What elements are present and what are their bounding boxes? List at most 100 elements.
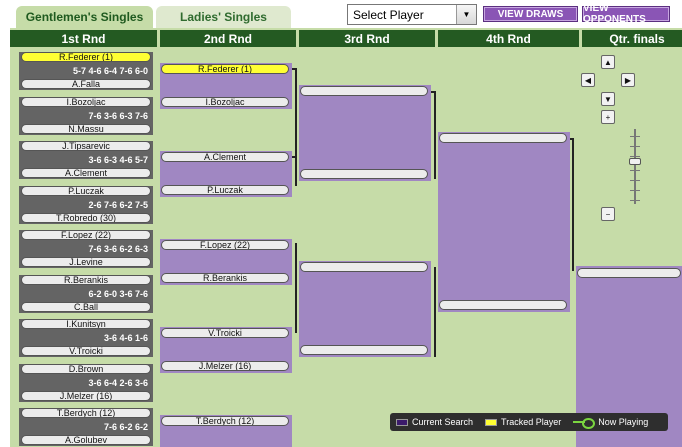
match-score: 3-6 4-6 1-6 [103, 333, 148, 343]
match-score: 6-2 6-0 3-6 7-6 [88, 288, 148, 299]
player-pill[interactable]: R.Berankis [21, 274, 151, 285]
match-score: 7-6 6-2 6-2 [103, 422, 148, 432]
player-pill[interactable]: T.Berdych (12) [161, 416, 289, 426]
player-pill[interactable]: J.Tipsarevic [21, 141, 151, 151]
player-pill[interactable]: C.Ball [21, 301, 151, 312]
player-pill[interactable] [300, 169, 428, 179]
pan-down-icon[interactable]: ▼ [601, 92, 615, 106]
zoom-out-icon[interactable]: − [601, 207, 615, 221]
zoom-tick [630, 156, 640, 157]
pan-up-icon[interactable]: ▲ [601, 55, 615, 69]
player-pill[interactable]: T.Robredo (30) [21, 212, 151, 223]
player-select[interactable]: Select Player ▼ [347, 4, 477, 25]
zoom-tick [630, 200, 640, 201]
round-header-qf: Qtr. finals [582, 30, 682, 47]
round3-box [299, 85, 431, 181]
match-score: 5-7 4-6 6-4 7-6 6-0 [72, 66, 148, 76]
player-pill[interactable]: R.Federer (1) [161, 64, 289, 74]
player-pill[interactable]: A.Falla [21, 79, 151, 89]
connector-line [434, 267, 436, 357]
current-search-swatch [396, 418, 408, 426]
connector-line [295, 68, 297, 186]
match-score: 2-6 7-6 6-2 7-5 [88, 199, 148, 210]
player-pill[interactable]: A.Clement [21, 168, 151, 178]
player-pill[interactable]: J.Levine [21, 257, 151, 267]
player-pill[interactable]: A.Golubev [21, 435, 151, 445]
zoom-slider-track[interactable] [634, 129, 636, 204]
legend-now-playing: Now Playing [573, 417, 649, 429]
player-pill[interactable]: I.Bozoljac [21, 96, 151, 107]
chevron-down-icon[interactable]: ▼ [456, 5, 476, 24]
pan-right-icon[interactable]: ▶ [621, 73, 635, 87]
legend: Current Search Tracked Player Now Playin… [390, 413, 668, 431]
connector-line [295, 243, 297, 333]
match-score: 3-6 6-3 4-6 5-7 [88, 155, 148, 165]
draw-panel[interactable]: 1st Rnd 2nd Rnd 3rd Rnd 4th Rnd Qtr. fin… [10, 28, 682, 447]
legend-tracked-player-label: Tracked Player [501, 417, 562, 427]
player-pill[interactable]: P.Luczak [161, 185, 289, 195]
round-header-3: 3rd Rnd [299, 30, 435, 47]
player-pill[interactable] [300, 86, 428, 96]
round-header-4: 4th Rnd [438, 30, 579, 47]
pan-left-icon[interactable]: ◀ [581, 73, 595, 87]
tab-gentlemens-singles[interactable]: Gentlemen's Singles [16, 6, 153, 28]
player-pill[interactable]: J.Melzer (16) [21, 390, 151, 401]
player-pill[interactable] [439, 300, 567, 310]
player-pill[interactable]: I.Kunitsyn [21, 319, 151, 329]
zoom-in-icon[interactable]: + [601, 110, 615, 124]
player-pill[interactable]: J.Melzer (16) [161, 361, 289, 371]
legend-tracked-player: Tracked Player [485, 417, 561, 427]
zoom-tick [630, 180, 640, 181]
player-pill[interactable]: F.Lopez (22) [21, 230, 151, 240]
player-pill[interactable]: R.Berankis [161, 273, 289, 283]
player-pill[interactable]: R.Federer (1) [21, 52, 151, 62]
player-pill[interactable]: I.Bozoljac [161, 97, 289, 107]
player-pill[interactable] [577, 268, 681, 278]
player-pill[interactable]: T.Berdych (12) [21, 408, 151, 418]
round-header-1: 1st Rnd [10, 30, 157, 47]
connector-line [292, 156, 296, 158]
view-opponents-button[interactable]: VIEW OPPONENTS [582, 3, 670, 25]
player-pill[interactable] [300, 262, 428, 272]
tab-ladies-singles[interactable]: Ladies' Singles [156, 6, 291, 28]
connector-line [434, 91, 436, 179]
legend-current-search: Current Search [396, 417, 473, 427]
player-pill[interactable]: F.Lopez (22) [161, 240, 289, 250]
match-score: 7-6 3-6 6-3 7-6 [88, 110, 148, 121]
player-pill[interactable]: V.Troicki [161, 328, 289, 338]
legend-now-playing-label: Now Playing [598, 417, 649, 427]
view-draws-button[interactable]: VIEW DRAWS [483, 6, 578, 22]
connector-line [431, 91, 435, 93]
round-header-2: 2nd Rnd [160, 30, 296, 47]
player-pill[interactable] [300, 345, 428, 355]
player-select-value: Select Player [353, 8, 424, 22]
zoom-slider-handle[interactable] [629, 158, 641, 165]
player-pill[interactable]: D.Brown [21, 363, 151, 374]
zoom-tick [630, 136, 640, 137]
connector-line [292, 68, 296, 70]
zoom-tick [630, 190, 640, 191]
zoom-tick [630, 170, 640, 171]
player-pill[interactable]: P.Luczak [21, 185, 151, 196]
tracked-player-swatch [485, 418, 498, 426]
player-pill[interactable]: A.Clement [161, 152, 289, 162]
match-score: 3-6 6-4 2-6 3-6 [88, 377, 148, 388]
connector-line [572, 138, 574, 271]
connector-line [570, 138, 573, 140]
zoom-tick [630, 146, 640, 147]
racket-icon [573, 418, 596, 429]
player-pill[interactable]: N.Massu [21, 123, 151, 134]
player-pill[interactable] [439, 133, 567, 143]
round3-box [299, 261, 431, 357]
player-pill[interactable]: V.Troicki [21, 346, 151, 356]
round4-box [438, 132, 570, 312]
